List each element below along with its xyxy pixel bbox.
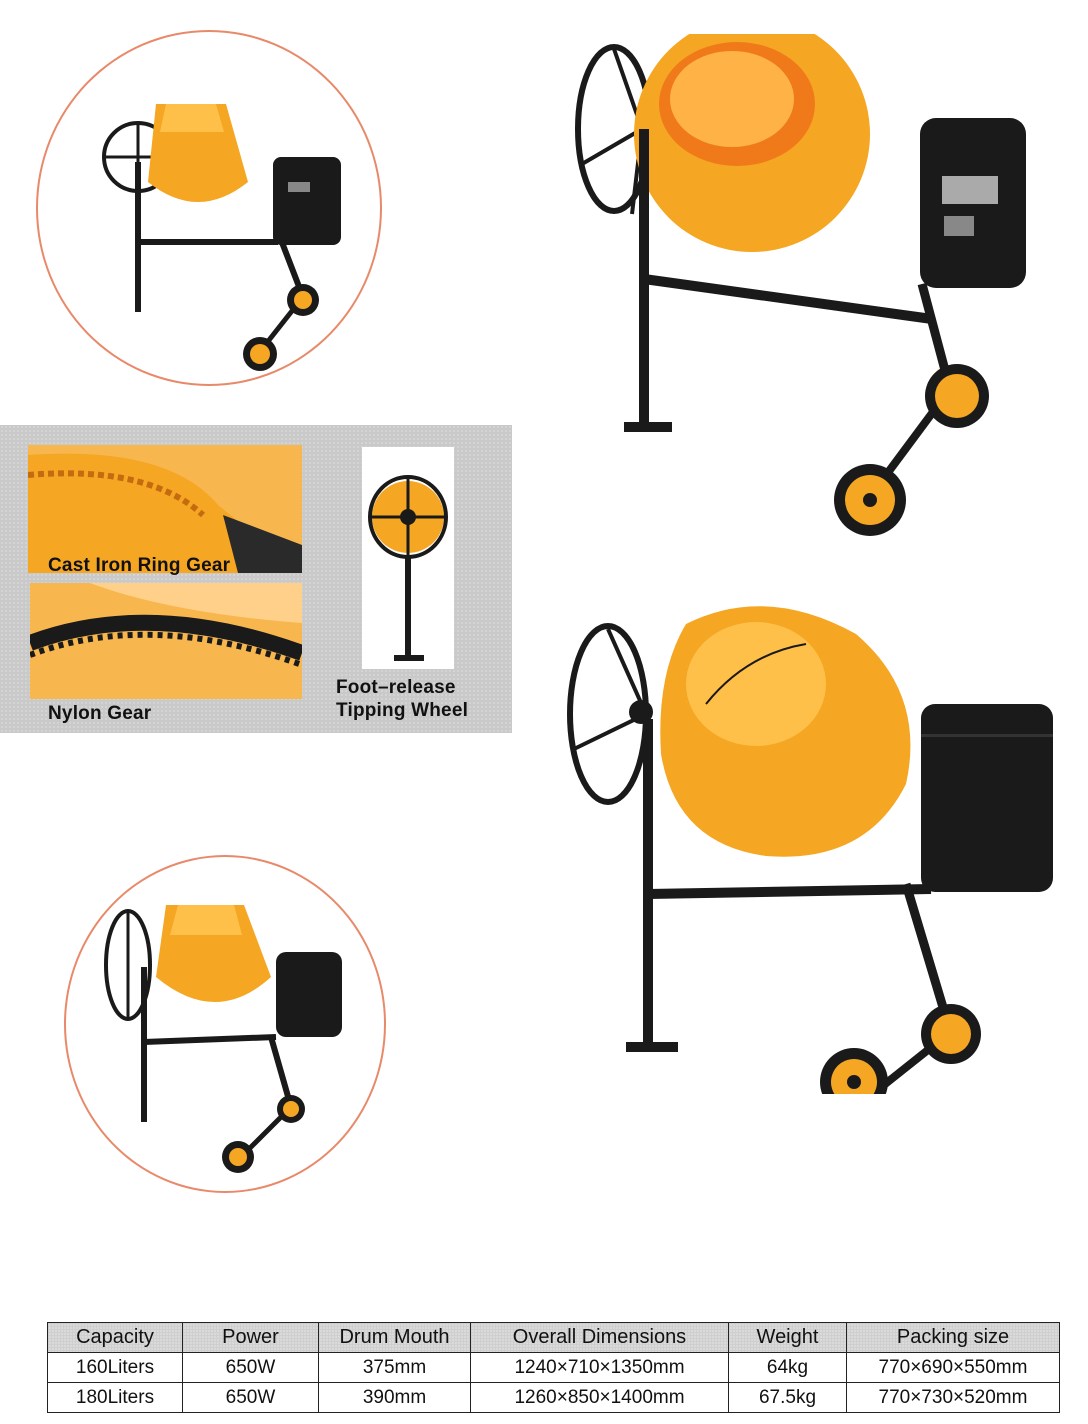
header-weight: Weight <box>728 1322 847 1353</box>
cell-packing-size: 770×690×550mm <box>846 1352 1060 1383</box>
mixer-160-large-image <box>572 16 1052 554</box>
cell-packing-size: 770×730×520mm <box>846 1382 1060 1413</box>
header-capacity: Capacity <box>47 1322 183 1353</box>
header-overall-dimensions: Overall Dimensions <box>470 1322 729 1353</box>
tipping-wheel-caption-line1: Foot–release <box>336 677 456 698</box>
mixer-180-large-image <box>566 594 1066 1116</box>
cell-power: 650W <box>182 1382 319 1413</box>
table-row: 180Liters 650W 390mm 1260×850×1400mm 67.… <box>47 1382 1060 1413</box>
cell-weight: 64kg <box>728 1352 847 1383</box>
cell-weight: 67.5kg <box>728 1382 847 1413</box>
header-drum-mouth: Drum Mouth <box>318 1322 471 1353</box>
header-power: Power <box>182 1322 319 1353</box>
spec-table: Capacity Power Drum Mouth Overall Dimens… <box>47 1322 1060 1413</box>
nylon-gear-image <box>30 583 302 699</box>
cell-capacity: 180Liters <box>47 1382 183 1413</box>
cast-iron-ring-gear-image <box>28 445 302 573</box>
cell-overall-dimensions: 1260×850×1400mm <box>470 1382 729 1413</box>
table-header-row: Capacity Power Drum Mouth Overall Dimens… <box>47 1322 1060 1353</box>
mixer-160-thumbnail <box>36 30 382 386</box>
nylon-gear-caption: Nylon Gear <box>48 703 152 724</box>
cell-power: 650W <box>182 1352 319 1383</box>
ring-gear-caption: Cast Iron Ring Gear <box>48 555 231 576</box>
feature-panel: Cast Iron Ring Gear Nylon Gear Foot–rele… <box>0 425 512 733</box>
header-packing-size: Packing size <box>846 1322 1060 1353</box>
tipping-wheel-caption-line2: Tipping Wheel <box>336 700 469 721</box>
mixer-180-thumbnail <box>64 855 386 1193</box>
cell-overall-dimensions: 1240×710×1350mm <box>470 1352 729 1383</box>
table-row: 160Liters 650W 375mm 1240×710×1350mm 64k… <box>47 1352 1060 1383</box>
cell-capacity: 160Liters <box>47 1352 183 1383</box>
mixer-180-small-image <box>104 905 342 1173</box>
cell-drum-mouth: 390mm <box>318 1382 471 1413</box>
cell-drum-mouth: 375mm <box>318 1352 471 1383</box>
mixer-160-small-image <box>102 104 341 371</box>
tipping-wheel-image <box>362 447 454 669</box>
